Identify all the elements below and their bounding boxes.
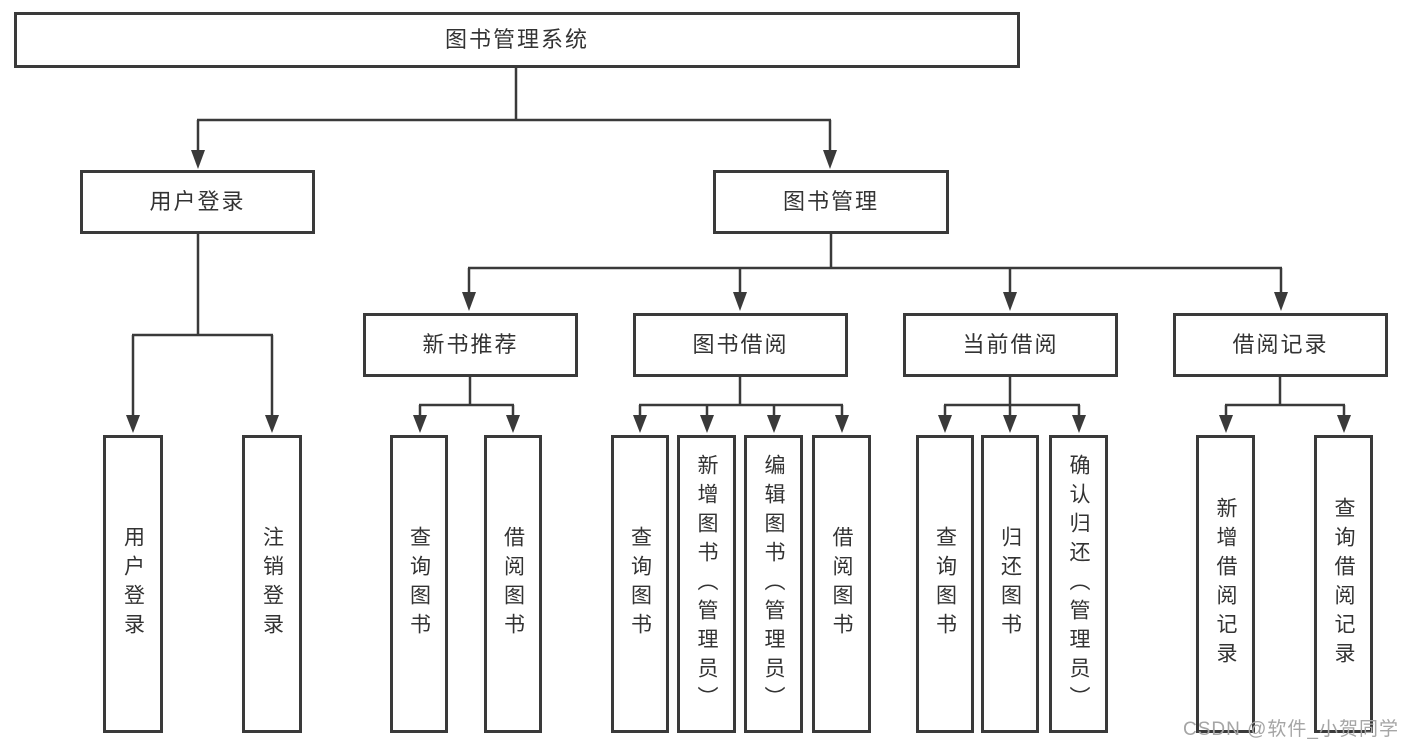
leaf-user-login: 用户登录 xyxy=(103,435,163,733)
leaf-edit-books-admin: 编辑图书（管理员） xyxy=(744,435,803,733)
node-user-login: 用户登录 xyxy=(80,170,315,234)
leaf-return-books: 归还图书 xyxy=(981,435,1039,733)
node-label: 图书管理 xyxy=(782,189,879,214)
node-book-management: 图书管理 xyxy=(713,170,949,234)
node-label: 编辑图书（管理员） xyxy=(762,453,785,715)
node-label: 查询借阅记录 xyxy=(1332,497,1355,671)
node-label: 注销登录 xyxy=(260,526,284,642)
node-label: 当前借阅 xyxy=(962,332,1059,357)
node-current-borrowing: 当前借阅 xyxy=(903,313,1118,377)
leaf-logout: 注销登录 xyxy=(242,435,302,733)
node-label: 查询图书 xyxy=(933,526,957,642)
node-label: 借阅图书 xyxy=(830,526,853,642)
node-label: 图书管理系统 xyxy=(444,27,589,52)
node-book-borrowing: 图书借阅 xyxy=(633,313,848,377)
node-label: 用户登录 xyxy=(149,189,246,214)
leaf-query-books-borrowing: 查询图书 xyxy=(611,435,669,733)
leaf-add-books-admin: 新增图书（管理员） xyxy=(677,435,736,733)
node-label: 新增图书（管理员） xyxy=(695,453,718,715)
node-label: 查询图书 xyxy=(407,526,431,642)
csdn-watermark: CSDN @软件_小贺同学 xyxy=(1183,719,1399,740)
node-new-book-recommend: 新书推荐 xyxy=(363,313,578,377)
leaf-query-books-recommend: 查询图书 xyxy=(390,435,448,733)
node-label: 用户登录 xyxy=(121,526,145,642)
node-borrowing-records: 借阅记录 xyxy=(1173,313,1388,377)
leaf-query-books-current: 查询图书 xyxy=(916,435,974,733)
arrow-down-icons xyxy=(126,150,1351,433)
connector-stems xyxy=(131,66,1346,419)
node-label: 新书推荐 xyxy=(422,332,519,357)
node-label: 借阅记录 xyxy=(1232,332,1329,357)
node-label: 图书借阅 xyxy=(692,332,789,357)
node-library-management-system: 图书管理系统 xyxy=(14,12,1020,68)
node-label: 归还图书 xyxy=(998,526,1022,642)
leaf-confirm-return-admin: 确认归还（管理员） xyxy=(1049,435,1108,733)
node-label: 查询图书 xyxy=(628,526,652,642)
node-label: 确认归还（管理员） xyxy=(1067,453,1090,715)
leaf-borrow-books: 借阅图书 xyxy=(812,435,871,733)
node-label: 新增借阅记录 xyxy=(1214,497,1237,671)
leaf-query-borrow-record: 查询借阅记录 xyxy=(1314,435,1373,733)
leaf-borrow-books-recommend: 借阅图书 xyxy=(484,435,542,733)
node-label: 借阅图书 xyxy=(501,526,525,642)
leaf-add-borrow-record: 新增借阅记录 xyxy=(1196,435,1255,733)
